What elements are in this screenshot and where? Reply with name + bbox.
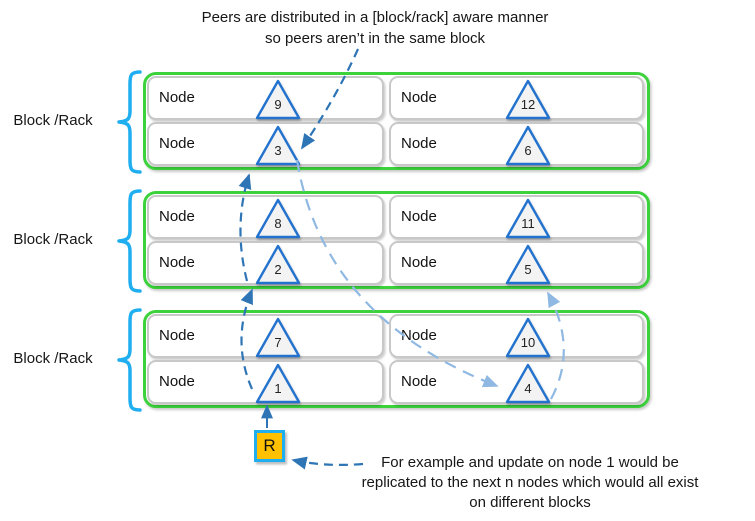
- node-label: Node: [159, 327, 195, 344]
- node-cell-3: Node 3: [147, 122, 384, 166]
- rack-label-3: Block /Rack: [13, 350, 93, 367]
- node-cell-2: Node 2: [147, 241, 384, 285]
- node-label: Node: [159, 254, 195, 271]
- node-label: Node: [401, 135, 437, 152]
- node-cell-10: Node 10: [389, 314, 644, 358]
- replica-marker: R: [254, 430, 285, 462]
- peer-triangle-icon: 9: [255, 78, 301, 120]
- title-line-2: so peers aren’t in the same block: [264, 30, 486, 47]
- footnote-line-3: on different blocks: [469, 494, 591, 511]
- node-label: Node: [159, 135, 195, 152]
- peer-number: 9: [274, 97, 282, 112]
- node-cell-5: Node 5: [389, 241, 644, 285]
- peer-number: 10: [520, 335, 536, 350]
- node-label: Node: [159, 373, 195, 390]
- block-rack-1: Node 9 Node 12 Node 3 Node 6: [143, 72, 650, 170]
- peer-number: 3: [274, 143, 282, 158]
- node-cell-12: Node 12: [389, 76, 644, 120]
- footnote-line-2: replicated to the next n nodes which wou…: [361, 474, 699, 491]
- node-cell-8: Node 8: [147, 195, 384, 239]
- title-line-1: Peers are distributed in a [block/rack] …: [201, 9, 549, 26]
- peer-number: 2: [274, 262, 282, 277]
- node-cell-4: Node 4: [389, 360, 644, 404]
- peer-number: 7: [274, 335, 282, 350]
- peer-triangle-icon: 8: [255, 197, 301, 239]
- brace-icon: [117, 189, 142, 293]
- node-cell-9: Node 9: [147, 76, 384, 120]
- node-cell-11: Node 11: [389, 195, 644, 239]
- node-label: Node: [401, 208, 437, 225]
- peer-number: 12: [520, 97, 536, 112]
- node-cell-6: Node 6: [389, 122, 644, 166]
- node-cell-1: Node 1: [147, 360, 384, 404]
- block-rack-2: Node 8 Node 11 Node 2 Node 5: [143, 191, 650, 289]
- peer-number: 8: [274, 216, 282, 231]
- peer-triangle-icon: 12: [505, 78, 551, 120]
- peer-triangle-icon: 4: [505, 362, 551, 404]
- node-label: Node: [401, 327, 437, 344]
- rack-label-1: Block /Rack: [13, 112, 93, 129]
- peer-triangle-icon: 11: [505, 197, 551, 239]
- node-label: Node: [401, 254, 437, 271]
- brace-icon: [117, 308, 142, 412]
- peer-triangle-icon: 1: [255, 362, 301, 404]
- peer-number: 4: [524, 381, 532, 396]
- peer-number: 1: [274, 381, 282, 396]
- peer-number: 6: [524, 143, 532, 158]
- node-label: Node: [159, 89, 195, 106]
- peer-triangle-icon: 2: [255, 243, 301, 285]
- peer-number: 5: [524, 262, 532, 277]
- brace-icon: [117, 70, 142, 174]
- block-rack-3: Node 7 Node 10 Node 1 Node 4: [143, 310, 650, 408]
- rack-label-2: Block /Rack: [13, 231, 93, 248]
- footnote-annotation: For example and update on node 1 would b…: [310, 453, 750, 513]
- peer-triangle-icon: 6: [505, 124, 551, 166]
- peer-triangle-icon: 10: [505, 316, 551, 358]
- peer-number: 11: [521, 216, 535, 231]
- node-label: Node: [401, 373, 437, 390]
- title-annotation: Peers are distributed in a [block/rack] …: [120, 7, 630, 49]
- peer-triangle-icon: 3: [255, 124, 301, 166]
- node-label: Node: [159, 208, 195, 225]
- footnote-line-1: For example and update on node 1 would b…: [381, 454, 679, 471]
- replica-label: R: [263, 436, 276, 455]
- node-label: Node: [401, 89, 437, 106]
- peer-triangle-icon: 5: [505, 243, 551, 285]
- peer-triangle-icon: 7: [255, 316, 301, 358]
- node-cell-7: Node 7: [147, 314, 384, 358]
